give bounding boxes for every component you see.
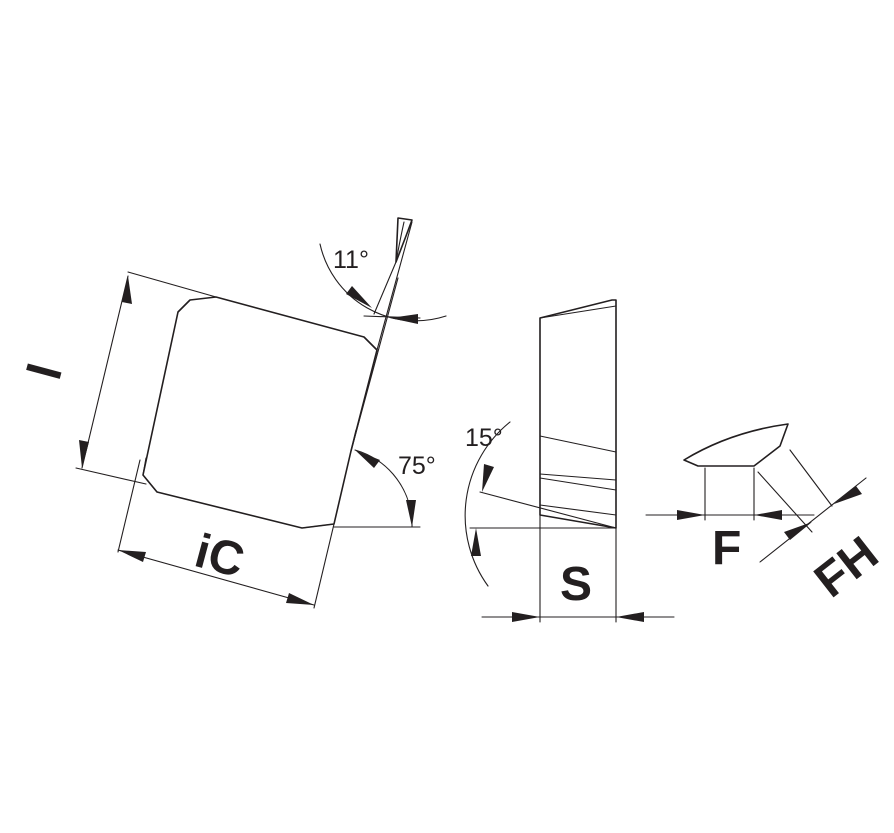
lead-edge-extension xyxy=(350,277,399,452)
fh-dimension-line xyxy=(759,477,867,563)
l-arrow-bottom xyxy=(79,440,89,468)
clearance-angle-arc xyxy=(319,243,447,322)
side-line-4 xyxy=(539,504,617,516)
clearance-angle-dimension: 11° xyxy=(319,217,447,351)
insert-corner-facet xyxy=(142,474,158,493)
insert-corner-facet xyxy=(301,523,335,529)
ic-arrow-left xyxy=(118,550,146,562)
chamfer-detail: F FH xyxy=(645,423,888,608)
clearance-edge-line xyxy=(376,221,413,351)
side-angle-label: 15° xyxy=(465,424,503,452)
ic-extension-left xyxy=(117,459,141,553)
clearance-arrow-left xyxy=(346,286,372,308)
ic-arrow-right xyxy=(286,593,314,605)
chamfer-profile xyxy=(683,423,789,467)
l-arrow-top xyxy=(122,276,132,304)
lead-angle-dimension: 75° xyxy=(333,277,436,528)
side-line-2 xyxy=(539,473,617,481)
lead-arrow-top xyxy=(355,450,380,468)
side-arrow-top xyxy=(482,464,494,492)
s-label: S xyxy=(560,558,592,611)
insert-top-view xyxy=(142,296,378,529)
l-extension-bottom xyxy=(75,467,147,485)
l-dimension-line xyxy=(81,275,129,469)
lead-angle-label: 75° xyxy=(398,452,436,480)
ic-extension-right xyxy=(313,523,335,609)
side-top-edge xyxy=(539,305,617,319)
l-label: l xyxy=(18,358,73,385)
side-arrow-bottom xyxy=(471,528,481,556)
lead-arrow-bottom xyxy=(406,500,416,527)
side-line-1 xyxy=(539,435,617,453)
f-arrow-left xyxy=(677,510,705,520)
insert-corner-facet xyxy=(177,299,191,313)
s-arrow-left xyxy=(512,612,540,622)
side-line-3 xyxy=(539,477,617,491)
fh-extension-2 xyxy=(789,449,833,507)
f-label: F xyxy=(712,522,741,575)
side-angle-dimension: 15° xyxy=(464,421,511,587)
clearance-vertical-line xyxy=(373,261,397,315)
s-arrow-right xyxy=(616,612,644,622)
ic-label: iC xyxy=(190,525,250,589)
clearance-arrow-right xyxy=(390,314,418,324)
fh-arrow-lower xyxy=(784,522,812,540)
insert-corner-facet xyxy=(142,457,147,476)
fh-label: FH xyxy=(805,527,888,608)
clearance-profile xyxy=(395,217,413,263)
side-angle-arc xyxy=(464,421,511,587)
side-angle-line xyxy=(479,491,617,529)
side-outline xyxy=(539,299,617,529)
insert-corner-facet xyxy=(363,336,378,351)
fh-extension-1 xyxy=(757,471,813,533)
s-dimension: S xyxy=(481,514,675,623)
fh-arrow-upper xyxy=(834,486,862,504)
clearance-profile-inner xyxy=(395,221,405,263)
clearance-angle-label: 11° xyxy=(333,246,369,274)
ic-dimension-line xyxy=(117,549,315,606)
insert-side-view xyxy=(469,299,617,529)
insert-outline xyxy=(142,296,378,529)
ic-dimension: iC xyxy=(117,459,335,609)
l-extension-top xyxy=(127,271,217,298)
f-arrow-right xyxy=(754,510,782,520)
